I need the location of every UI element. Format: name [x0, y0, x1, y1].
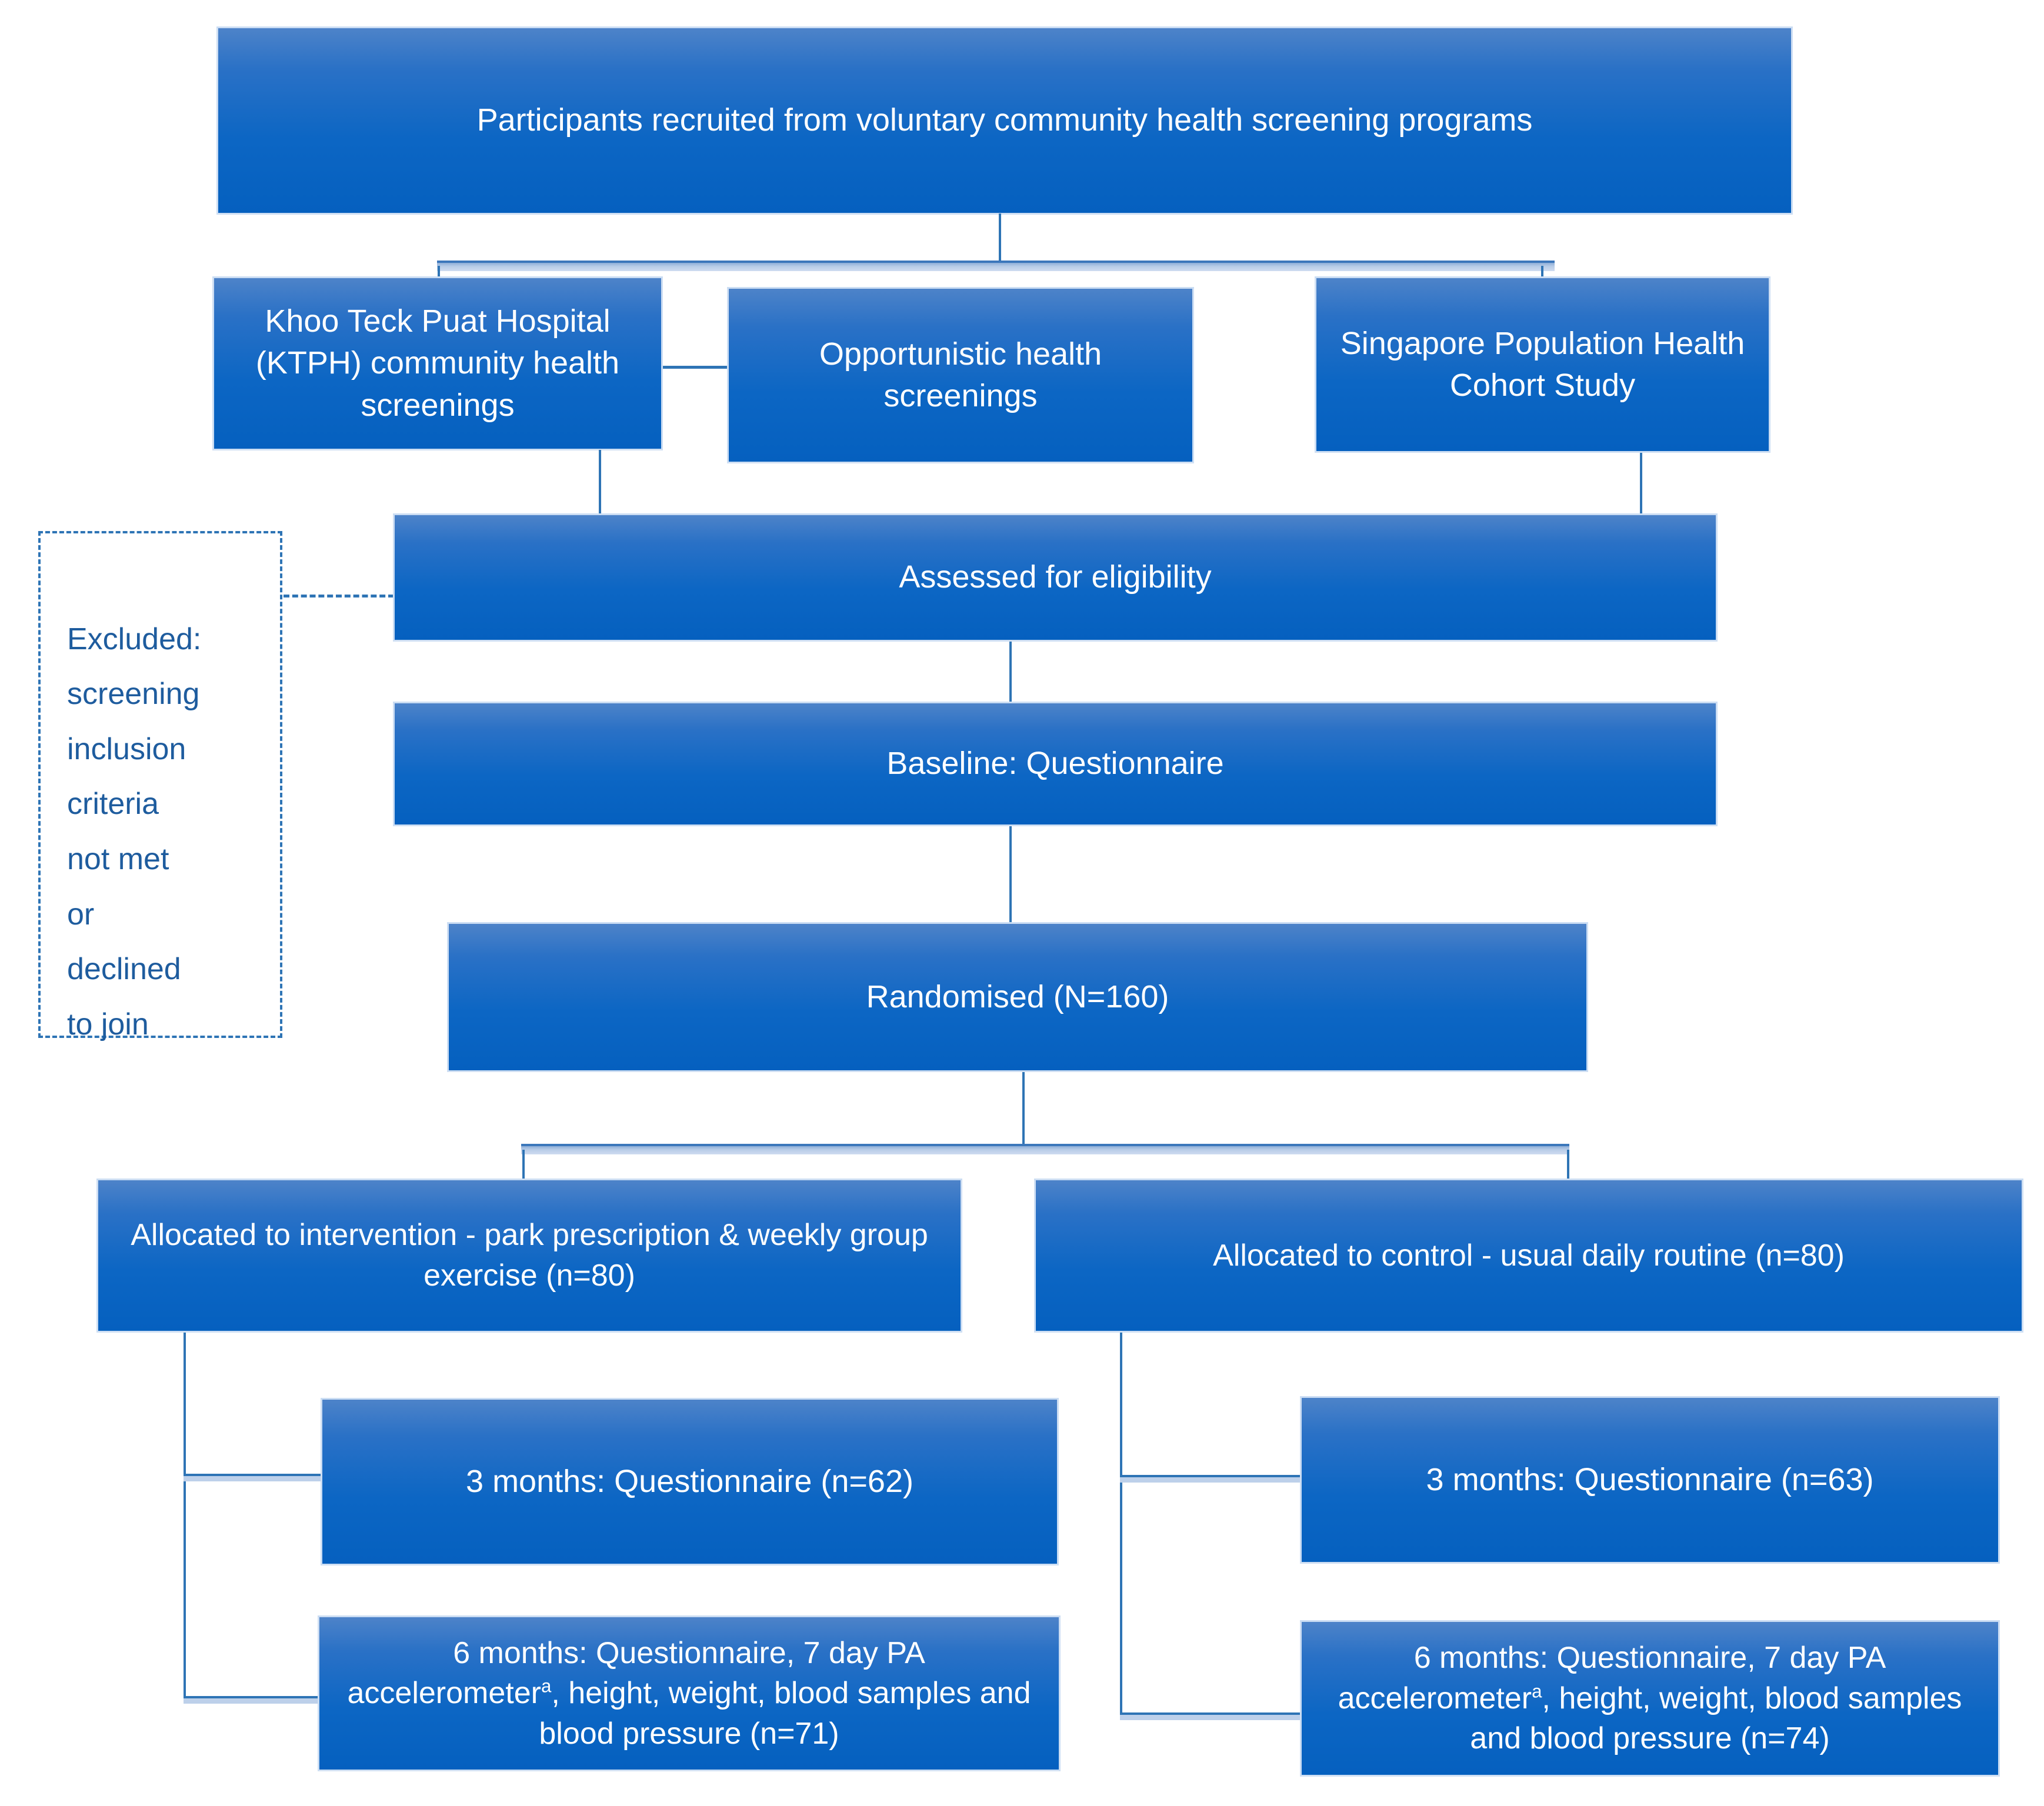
node-intervention-label: Allocated to intervention - park prescri… — [131, 1218, 928, 1293]
node-intervention-3m: 3 months: Questionnaire (n=62) — [321, 1398, 1059, 1565]
connector-intervention-3m — [184, 1474, 321, 1481]
node-ktph: Khoo Teck Puat Hospital (KTPH) community… — [212, 276, 663, 450]
node-singapore-label: Singapore Population Health Cohort Study — [1340, 325, 1745, 403]
connector-randomised-down — [1022, 1072, 1025, 1145]
connector-split-band-allocation — [521, 1144, 1569, 1154]
connector-band-to-ktph — [438, 266, 440, 279]
node-singapore: Singapore Population Health Cohort Study — [1315, 276, 1770, 453]
connector-control-6m — [1120, 1712, 1300, 1720]
node-assessed: Assessed for eligibility — [393, 513, 1718, 642]
node-baseline: Baseline: Questionnaire — [393, 702, 1718, 826]
node-randomised-label: Randomised (N=160) — [866, 979, 1169, 1014]
node-control: Allocated to control - usual daily routi… — [1034, 1179, 2023, 1333]
connector-assessed-baseline — [1009, 642, 1012, 702]
connector-band-to-intervention — [522, 1150, 525, 1179]
connector-excluded-assessed — [284, 595, 394, 597]
node-control-6m: 6 months: Questionnaire, 7 day PA accele… — [1300, 1620, 2000, 1777]
connector-band-to-singapore — [1541, 266, 1543, 279]
connector-split-band-top — [437, 261, 1555, 271]
node-baseline-label: Baseline: Questionnaire — [886, 746, 1224, 782]
node-opportunistic-label: Opportunistic health screenings — [819, 336, 1102, 413]
connector-intervention-6m — [184, 1696, 318, 1704]
connector-band-to-control — [1567, 1150, 1569, 1179]
control-6m-text-cont: , height, weight, blood samples and bloo… — [1470, 1681, 1962, 1756]
intervention-6m-footnote-marker: a — [541, 1675, 552, 1697]
node-intervention: Allocated to intervention - park prescri… — [96, 1179, 962, 1333]
connector-baseline-randomised — [1009, 826, 1012, 922]
connector-intervention-down — [184, 1333, 186, 1704]
node-control-3m: 3 months: Questionnaire (n=63) — [1300, 1396, 2000, 1564]
connector-control-down — [1120, 1333, 1122, 1719]
connector-ktph-opportunistic — [663, 366, 727, 369]
node-intervention-6m: 6 months: Questionnaire, 7 day PA accele… — [318, 1615, 1061, 1771]
connector-recruited-down — [999, 213, 1001, 262]
node-intervention-6m-label: 6 months: Questionnaire, 7 day PA accele… — [346, 1633, 1032, 1754]
node-control-6m-label: 6 months: Questionnaire, 7 day PA accele… — [1322, 1638, 1978, 1759]
node-excluded-label: Excluded: screening inclusion criteria n… — [67, 622, 202, 1041]
node-recruited: Participants recruited from voluntary co… — [216, 26, 1793, 215]
node-control-label: Allocated to control - usual daily routi… — [1213, 1238, 1845, 1273]
intervention-6m-text: 6 months: Questionnaire, 7 day PA accele… — [347, 1635, 925, 1711]
control-6m-text: 6 months: Questionnaire, 7 day PA accele… — [1338, 1641, 1886, 1715]
node-randomised: Randomised (N=160) — [447, 922, 1588, 1072]
connector-ktph-assessed — [599, 450, 601, 515]
connector-singapore-assessed — [1640, 453, 1642, 515]
node-opportunistic: Opportunistic health screenings — [727, 287, 1194, 463]
connector-control-3m — [1120, 1475, 1300, 1483]
node-control-3m-label: 3 months: Questionnaire (n=63) — [1426, 1461, 1874, 1497]
node-assessed-label: Assessed for eligibility — [899, 559, 1212, 595]
intervention-6m-text-cont: , height, weight, blood samples and bloo… — [539, 1676, 1031, 1751]
node-recruited-label: Participants recruited from voluntary co… — [476, 102, 1533, 138]
node-intervention-3m-label: 3 months: Questionnaire (n=62) — [466, 1463, 913, 1499]
node-ktph-label: Khoo Teck Puat Hospital (KTPH) community… — [255, 303, 620, 423]
node-excluded: Excluded: screening inclusion criteria n… — [38, 531, 282, 1041]
control-6m-footnote-marker: a — [1532, 1681, 1542, 1702]
